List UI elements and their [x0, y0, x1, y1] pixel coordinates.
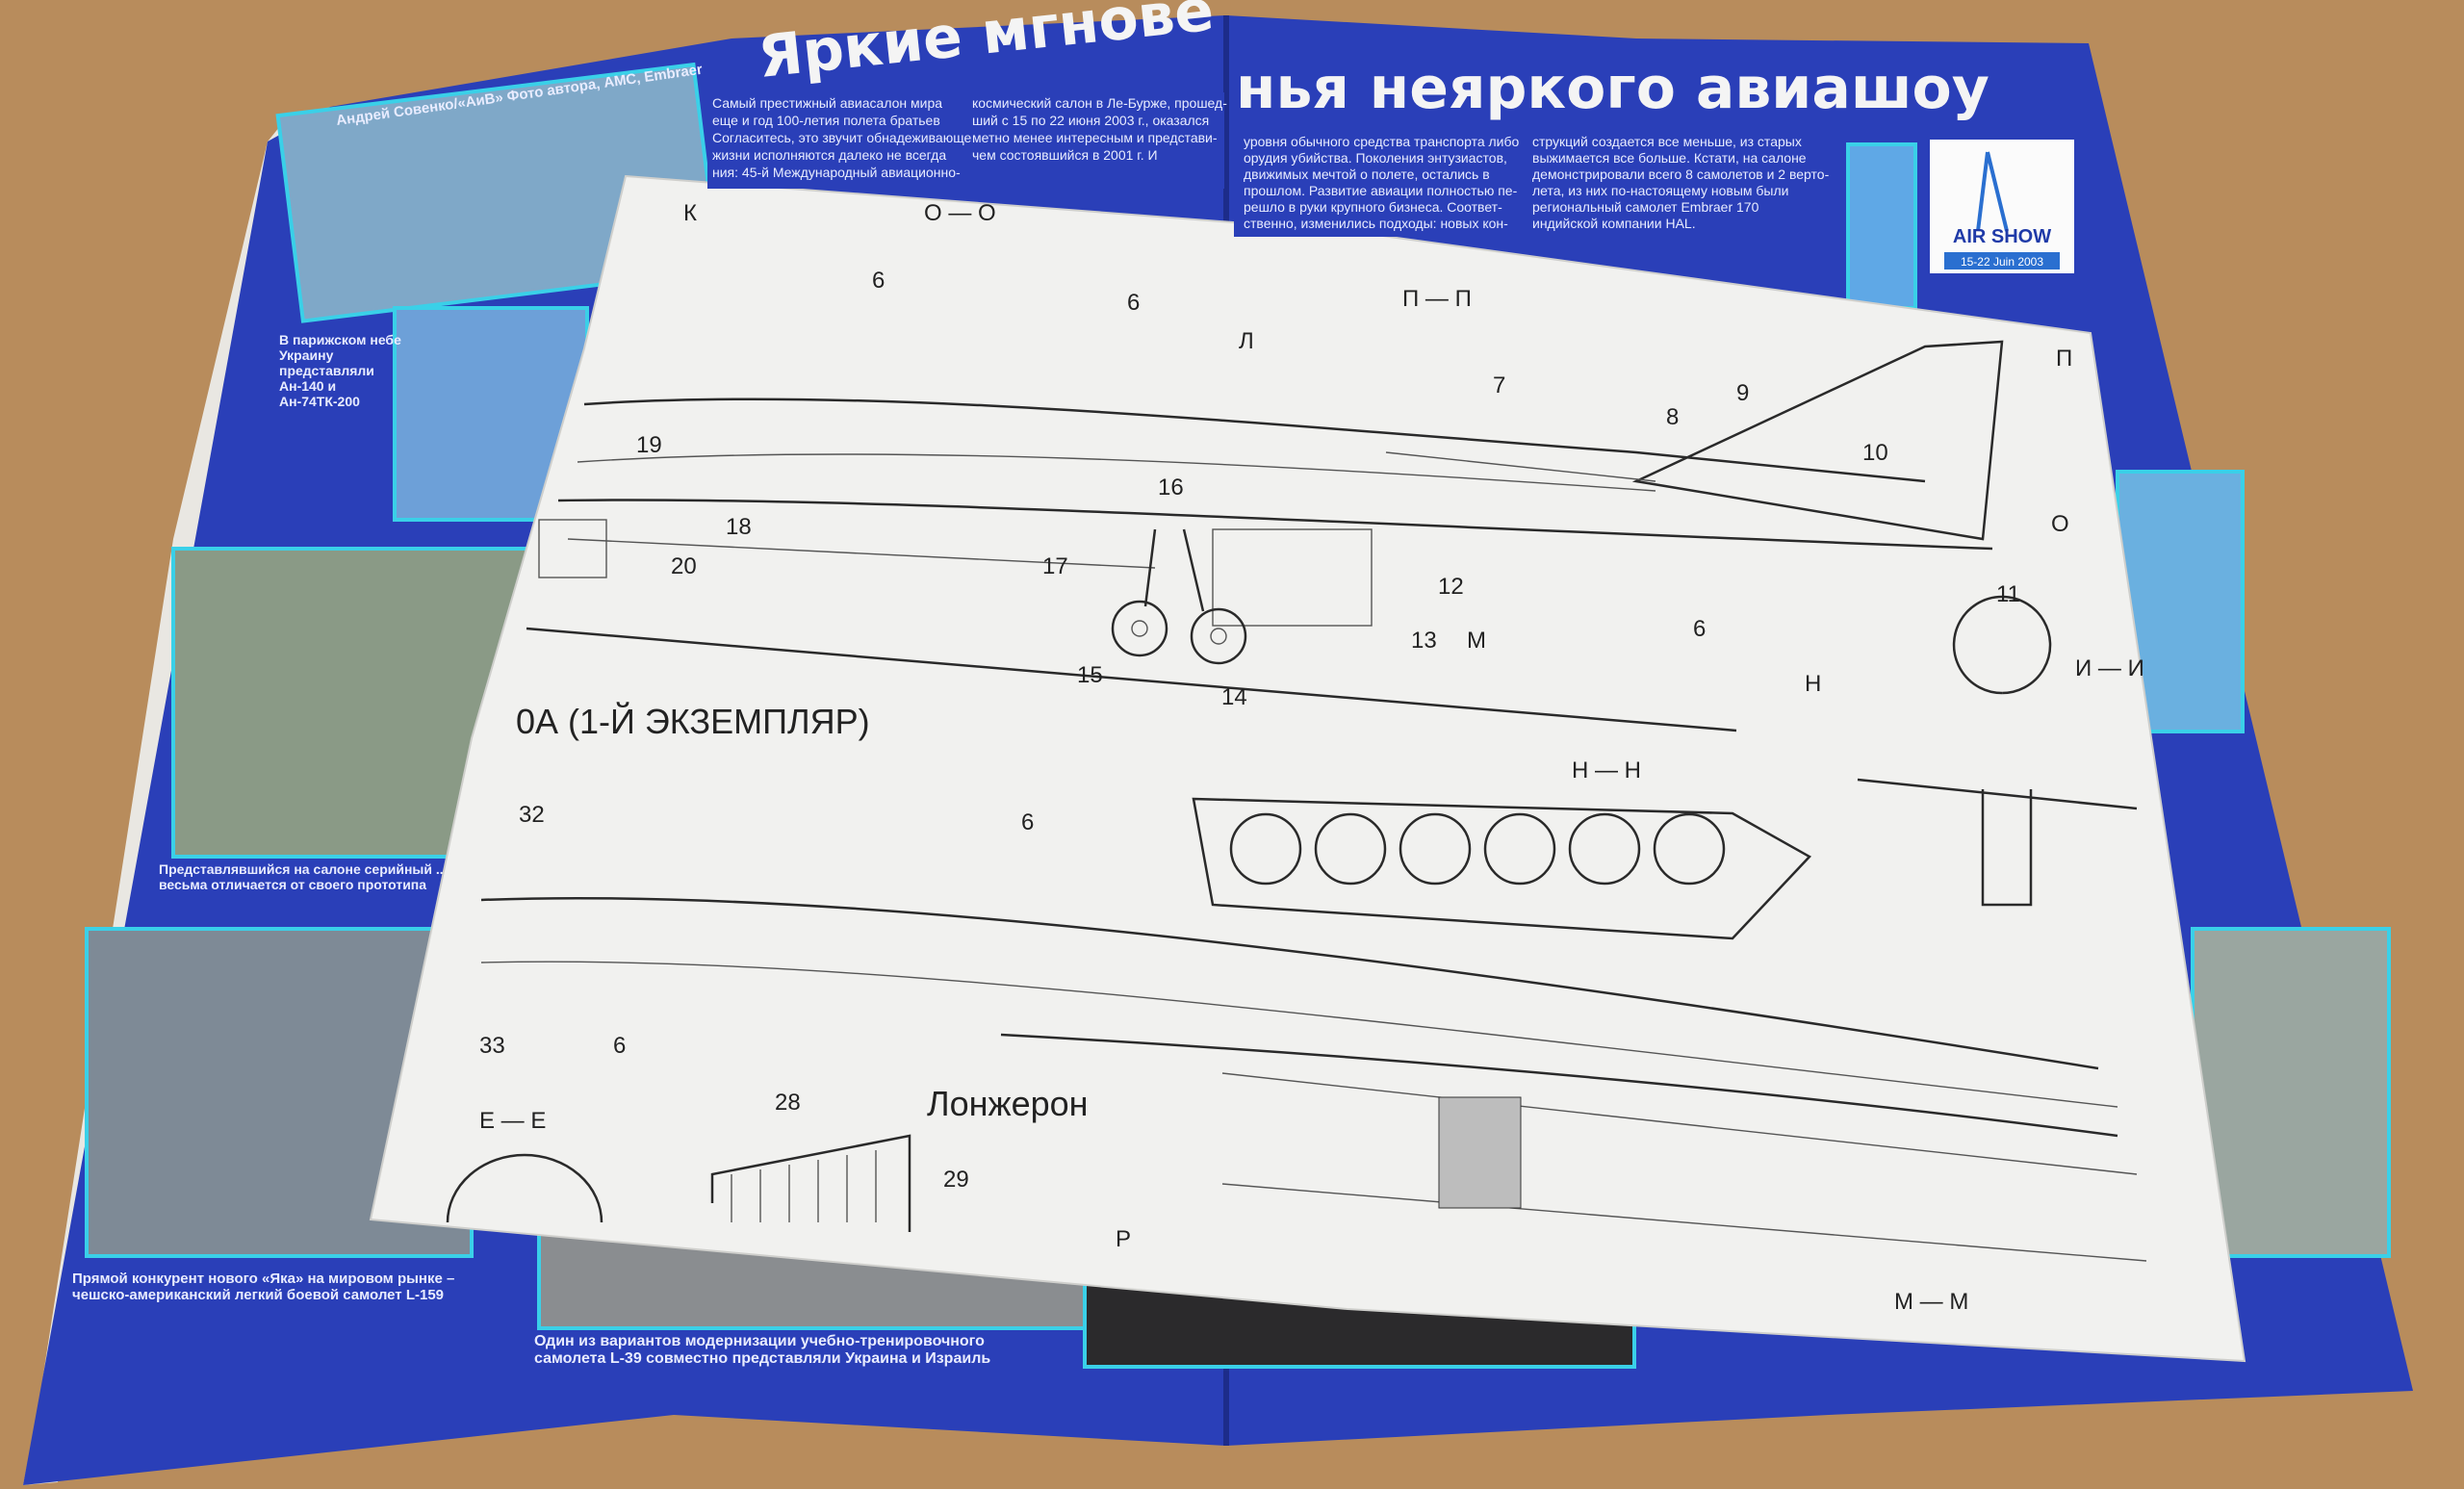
- body-line: решло в руки крупного бизнеса. Соответ-: [1244, 199, 1502, 215]
- body-line: лета, из них по-настоящему новым были: [1532, 183, 1788, 198]
- nozzle-circle: [1314, 812, 1387, 886]
- drawing-label: О: [2051, 511, 2069, 537]
- drawing-label: Н: [1805, 671, 1821, 697]
- intro-line: космический салон в Ле-Бурже, прошед-: [972, 95, 1227, 111]
- drawing-label: И — И: [2075, 655, 2144, 681]
- caption-paris-sky-text: В парижском небе Украину представляли Ан…: [279, 332, 401, 409]
- intro-text: Самый престижный авиасалон мира еще и год…: [707, 92, 1227, 189]
- caption-l159: Прямой конкурент нового «Яка» на мировом…: [72, 1271, 455, 1303]
- intro-line: жизни исполняются далеко не всегда: [712, 147, 946, 163]
- body-line: демонстрировали всего 8 самолетов и 2 ве…: [1532, 167, 1830, 182]
- intro-text-backdrop: [707, 92, 1224, 189]
- nozzle-circle: [1653, 812, 1726, 886]
- intro-line: ший с 15 по 22 июня 2003 г., оказался: [972, 113, 1209, 128]
- drawing-label: 14: [1221, 684, 1247, 710]
- right-column-text: уровня обычного средства транспорта либо…: [1234, 131, 1834, 237]
- body-line: движимых мечтой о полете, остались в: [1244, 167, 1490, 182]
- drawing-label: 18: [726, 514, 752, 540]
- body-line: уровня обычного средства транспорта либо: [1244, 134, 1520, 149]
- drawing-sheet: [369, 174, 2246, 1363]
- drawing-label: 7: [1493, 372, 1505, 398]
- drawing-label: 9: [1736, 380, 1749, 406]
- body-line: струкций создается все меньше, из старых: [1532, 134, 1802, 149]
- drawing-label: 19: [636, 432, 662, 458]
- body-line: прошлом. Развитие авиации полностью пе-: [1244, 183, 1518, 198]
- drawing-subtitle: 0А (1-Й ЭКЗЕМПЛЯР): [516, 701, 870, 741]
- drawing-label: Е — Е: [479, 1108, 546, 1134]
- drawing-label: 10: [1862, 440, 1888, 466]
- right-text-backdrop: [1234, 131, 1834, 237]
- drawing-label: 6: [1021, 809, 1034, 835]
- drawing-label: 32: [519, 802, 545, 828]
- body-line: индийской компании HAL.: [1532, 216, 1696, 231]
- drawing-label: Н — Н: [1572, 757, 1641, 783]
- intro-line: Согласитесь, это звучит обнадеживающе: [712, 130, 972, 145]
- body-line: выжимается все больше. Кстати, на салоне: [1532, 150, 1807, 166]
- drawing-label: 29: [943, 1167, 969, 1193]
- intro-line: Самый престижный авиасалон мира: [712, 95, 942, 111]
- drawing-label: 33: [479, 1033, 505, 1059]
- body-line: региональный самолет Embraer 170: [1532, 199, 1759, 215]
- nozzle-circle: [1399, 812, 1472, 886]
- air-show-logo: AIR SHOW 15-22 Juin 2003: [1930, 140, 2074, 273]
- drawing-label: М — М: [1894, 1289, 1968, 1315]
- logo-dates: 15-22 Juin 2003: [1961, 255, 2043, 269]
- drawing-label: 15: [1077, 662, 1103, 688]
- nozzle-circle: [1568, 812, 1641, 886]
- caption-serial: Представлявшийся на салоне серийный ... …: [159, 861, 448, 892]
- caption-l39-text: Один из вариантов модернизации учебно-тр…: [534, 1333, 991, 1367]
- photo-right-bottom: [2191, 927, 2391, 1258]
- nozzle-circle: [1483, 812, 1556, 886]
- drawing-label: 16: [1158, 475, 1184, 501]
- drawing-label: К: [683, 200, 697, 226]
- intro-line: ния: 45-й Международный авиационно-: [712, 165, 961, 180]
- drawing-label: О — О: [924, 200, 996, 226]
- drawing-label: 8: [1666, 404, 1679, 430]
- drawing-label: П: [2056, 346, 2072, 372]
- intro-line: чем состоявшийся в 2001 г. И: [972, 147, 1158, 163]
- photo-embraer: [1846, 142, 1917, 310]
- drawing-label: 28: [775, 1090, 801, 1116]
- caption-serial-text: Представлявшийся на салоне серийный ... …: [159, 861, 448, 892]
- drawing-label: М: [1467, 628, 1486, 654]
- intro-line: еще и год 100-летия полета братьев: [712, 113, 940, 128]
- drawing-label: 20: [671, 553, 697, 579]
- drawing-label: 6: [613, 1033, 626, 1059]
- aircraft-drawing: [446, 340, 2147, 1262]
- caption-l39: Один из вариантов модернизации учебно-тр…: [534, 1333, 991, 1367]
- drawing-label: 12: [1438, 574, 1464, 600]
- drawing-label: Р: [1116, 1226, 1131, 1252]
- drawing-label: 6: [1693, 616, 1706, 642]
- body-line: орудия убийства. Поколения энтузиастов,: [1244, 150, 1507, 166]
- caption-l159-text: Прямой конкурент нового «Яка» на мировом…: [72, 1271, 455, 1303]
- drawing-label: П — П: [1402, 286, 1472, 312]
- drawing-label: 6: [872, 268, 885, 294]
- drawing-label: 11: [1996, 581, 2020, 607]
- nozzle-circle: [1229, 812, 1302, 886]
- intro-line: метно менее интересным и представи-: [972, 130, 1218, 145]
- drawing-label: 17: [1042, 553, 1068, 579]
- drawing-label: Л: [1239, 328, 1254, 354]
- caption-paris-sky: В парижском небе Украину представляли Ан…: [279, 332, 401, 409]
- hatched-panel: [1438, 1096, 1522, 1209]
- engine-nozzle-row: [1229, 812, 1726, 886]
- body-line: ственно, изменились подходы: новых кон-: [1244, 216, 1508, 231]
- drawing-label: 13: [1411, 628, 1437, 654]
- logo-name: AIR SHOW: [1953, 226, 2051, 247]
- drawing-label: Лонжерон: [927, 1084, 1089, 1123]
- drawing-label: 6: [1127, 290, 1140, 316]
- article-title-part2: нья неяркого авиашоу: [1236, 55, 1989, 122]
